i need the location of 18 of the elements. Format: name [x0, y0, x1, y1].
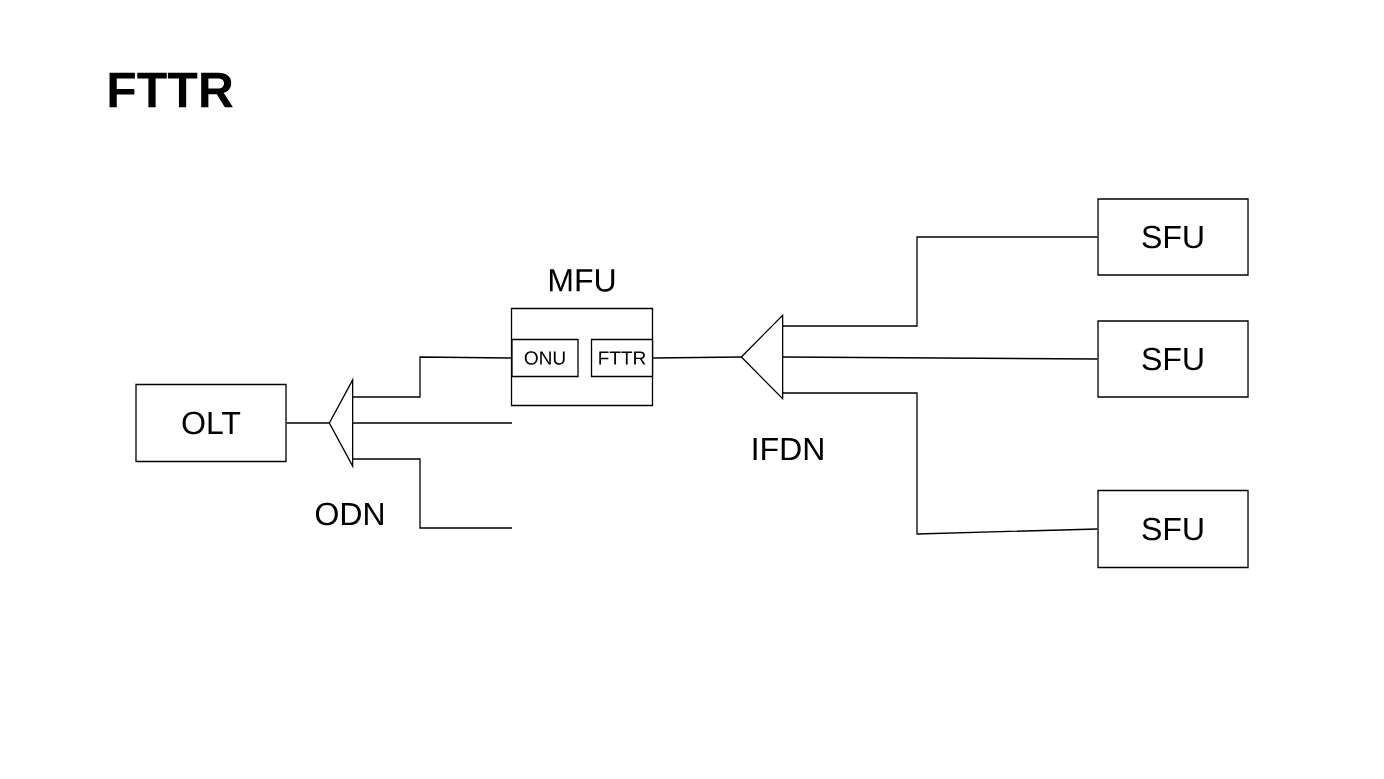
device-box: SFU: [1097, 320, 1249, 398]
connector-line: [782, 392, 1098, 535]
device-box: FTTR: [590, 338, 654, 378]
device-box: SFU: [1097, 198, 1249, 276]
title: FTTR: [109, 72, 233, 108]
connector-line: [652, 356, 742, 359]
network-label: ODN: [315, 502, 383, 526]
connector-line: [352, 458, 513, 529]
device-box: ONU: [511, 338, 579, 378]
network-label: IFDN: [753, 438, 823, 460]
connector-line: [782, 236, 1098, 327]
box-heading: MFU: [549, 269, 615, 292]
device-box: OLT: [135, 383, 287, 463]
connector-line: [782, 356, 1098, 360]
connector-line: [286, 422, 330, 424]
connector-line: [352, 422, 513, 424]
device-box: SFU: [1097, 489, 1249, 569]
connector-line: [352, 356, 512, 398]
